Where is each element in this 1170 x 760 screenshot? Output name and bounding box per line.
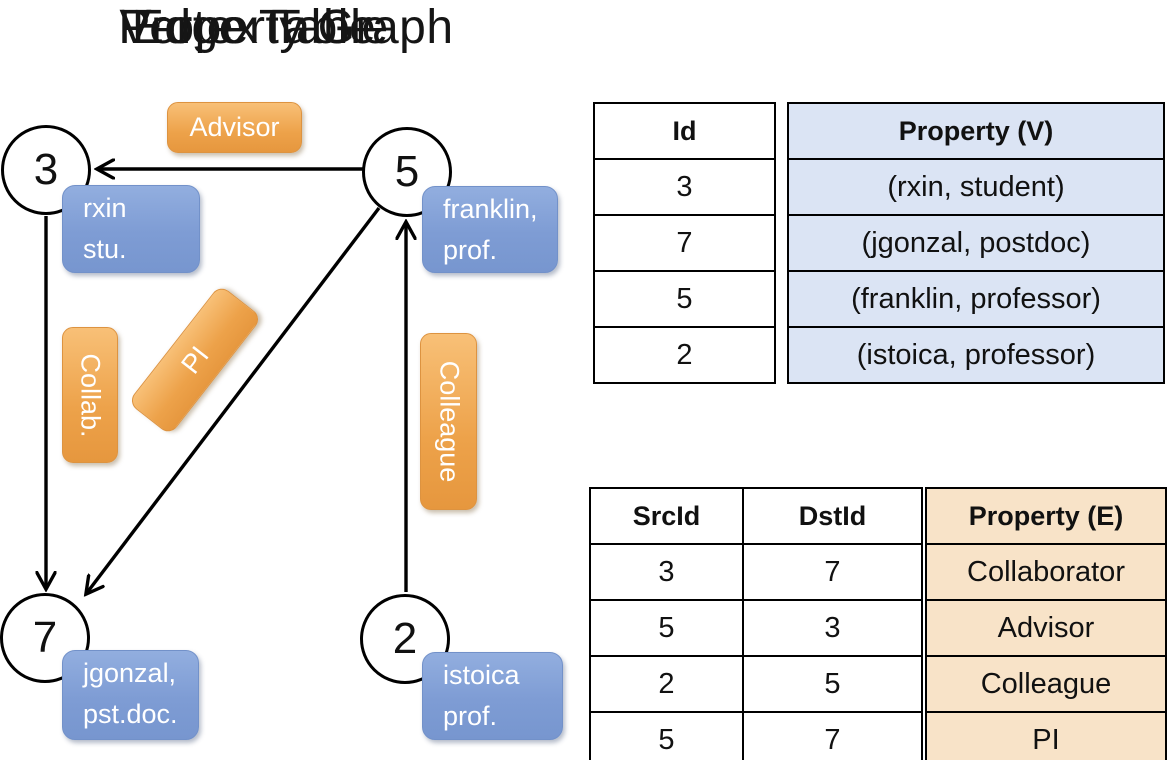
- edge-srcid-cell: 2: [589, 655, 744, 713]
- table-row: (rxin, student): [787, 158, 1165, 216]
- edge-property-cell: Advisor: [925, 599, 1167, 657]
- vertex-table-property-column: Property (V) (rxin, student) (jgonzal, p…: [787, 102, 1165, 384]
- edge-table-property-column: Property (E) Collaborator Advisor Collea…: [925, 487, 1167, 760]
- table-row: 3: [593, 158, 776, 216]
- property-graph-title: Property Graph: [118, 1, 454, 54]
- vertex-property-jgonzal-line1: jgonzal,: [83, 658, 177, 688]
- edge-label-advisor-text: Advisor: [189, 112, 280, 142]
- vertex-property-box-jgonzal: jgonzal, pst.doc.: [62, 650, 199, 740]
- graph-edges: [0, 0, 580, 760]
- vertex-node-5: 5: [362, 127, 452, 217]
- edge-label-colleague-text: Colleague: [434, 360, 464, 483]
- vertex-id-cell: 3: [593, 158, 776, 216]
- edge-pi-5-to-7: [86, 206, 381, 594]
- table-row: (istoica, professor): [787, 326, 1165, 384]
- vertex-property-franklin-line2: prof.: [443, 235, 498, 265]
- vertex-node-2: 2: [360, 594, 450, 684]
- table-row: 5 3: [589, 599, 923, 657]
- vertex-table-title: Vertex Table: [119, 1, 389, 54]
- table-row: 7: [593, 214, 776, 272]
- edge-table-id-columns: SrcId DstId 3 7 5 3 2 5 5 7: [589, 487, 923, 760]
- vertex-property-cell: (franklin, professor): [787, 270, 1165, 328]
- vertex-property-franklin-line1: franklin,: [443, 194, 538, 224]
- edge-property-cell: Collaborator: [925, 543, 1167, 601]
- vertex-property-cell: (jgonzal, postdoc): [787, 214, 1165, 272]
- edge-srcid-cell: 5: [589, 711, 744, 760]
- table-row: 2 5: [589, 655, 923, 713]
- vertex-property-jgonzal-line2: pst.doc.: [83, 699, 178, 729]
- edge-label-collab: Collab.: [62, 327, 118, 463]
- vertex-node-2-label: 2: [392, 614, 418, 663]
- table-row: Property (E): [925, 487, 1167, 545]
- vertex-property-box-franklin: franklin, prof.: [422, 186, 558, 273]
- vertex-table-header-id: Id: [593, 102, 776, 160]
- table-row: PI: [925, 711, 1167, 760]
- vertex-property-box-rxin: rxin stu.: [62, 185, 200, 273]
- vertex-id-cell: 2: [593, 326, 776, 384]
- table-row: Collaborator: [925, 543, 1167, 601]
- table-row: Colleague: [925, 655, 1167, 713]
- vertex-property-cell: (rxin, student): [787, 158, 1165, 216]
- vertex-property-istoica-line1: istoica: [443, 660, 520, 690]
- vertex-property-rxin-line2: stu.: [83, 234, 127, 264]
- edge-label-colleague: Colleague: [420, 333, 477, 510]
- edge-table-header-property: Property (E): [925, 487, 1167, 545]
- vertex-property-box-istoica: istoica prof.: [422, 652, 563, 740]
- vertex-table-header-property: Property (V): [787, 102, 1165, 160]
- edge-table-header-srcid: SrcId: [589, 487, 744, 545]
- table-row: SrcId DstId: [589, 487, 923, 545]
- edge-label-collab-text: Collab.: [75, 352, 106, 438]
- edge-property-cell: PI: [925, 711, 1167, 760]
- edge-dstid-cell: 3: [742, 599, 923, 657]
- edge-label-advisor: Advisor: [167, 102, 302, 153]
- vertex-node-3-label: 3: [33, 145, 59, 194]
- vertex-property-cell: (istoica, professor): [787, 326, 1165, 384]
- vertex-property-rxin-line1: rxin: [83, 193, 127, 223]
- vertex-node-7-label: 7: [32, 613, 58, 662]
- table-row: (franklin, professor): [787, 270, 1165, 328]
- table-row: Advisor: [925, 599, 1167, 657]
- edge-label-pi-text: PI: [174, 340, 215, 379]
- edge-srcid-cell: 3: [589, 543, 744, 601]
- table-row: 2: [593, 326, 776, 384]
- vertex-id-cell: 5: [593, 270, 776, 328]
- vertex-table-id-column: Id 3 7 5 2: [593, 102, 776, 384]
- table-row: 5 7: [589, 711, 923, 760]
- edge-table-title: Edge Table: [131, 1, 377, 54]
- table-row: Id: [593, 102, 776, 160]
- table-row: 5: [593, 270, 776, 328]
- table-row: 3 7: [589, 543, 923, 601]
- edge-srcid-cell: 5: [589, 599, 744, 657]
- edge-dstid-cell: 7: [742, 711, 923, 760]
- table-row: Property (V): [787, 102, 1165, 160]
- edge-dstid-cell: 5: [742, 655, 923, 713]
- edge-property-cell: Colleague: [925, 655, 1167, 713]
- vertex-id-cell: 7: [593, 214, 776, 272]
- edge-dstid-cell: 7: [742, 543, 923, 601]
- edge-table-header-dstid: DstId: [742, 487, 923, 545]
- table-row: (jgonzal, postdoc): [787, 214, 1165, 272]
- vertex-node-5-label: 5: [394, 147, 420, 196]
- vertex-property-istoica-line2: prof.: [443, 701, 498, 731]
